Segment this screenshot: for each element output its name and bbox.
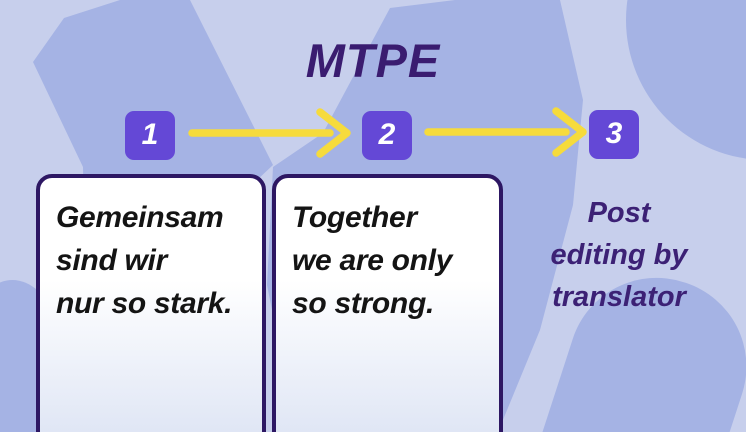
note-line: translator (552, 281, 686, 313)
step-number: 2 (378, 117, 396, 151)
card-text-line: we are only (292, 244, 453, 277)
step-badge-2: 2 (362, 111, 412, 160)
note-line: editing by (550, 239, 688, 271)
step-badge-3: 3 (589, 110, 639, 159)
card-text-line: Together (292, 201, 417, 234)
step-number: 1 (141, 117, 159, 151)
card-text-line: nur so stark. (56, 287, 233, 320)
card-text-line: Gemeinsam (56, 201, 224, 234)
page-title: MTPE (305, 34, 441, 87)
card-machine-translation: Together we are only so strong. (272, 174, 503, 432)
step-badge-1: 1 (125, 111, 175, 160)
step-number: 3 (605, 116, 623, 150)
note-line: Post (587, 197, 651, 229)
card-source-text: Gemeinsam sind wir nur so stark. (36, 174, 266, 432)
card-text-line: sind wir (56, 244, 167, 277)
card-text-line: so strong. (292, 287, 435, 320)
post-editing-note: Post editing by translator (506, 192, 732, 318)
